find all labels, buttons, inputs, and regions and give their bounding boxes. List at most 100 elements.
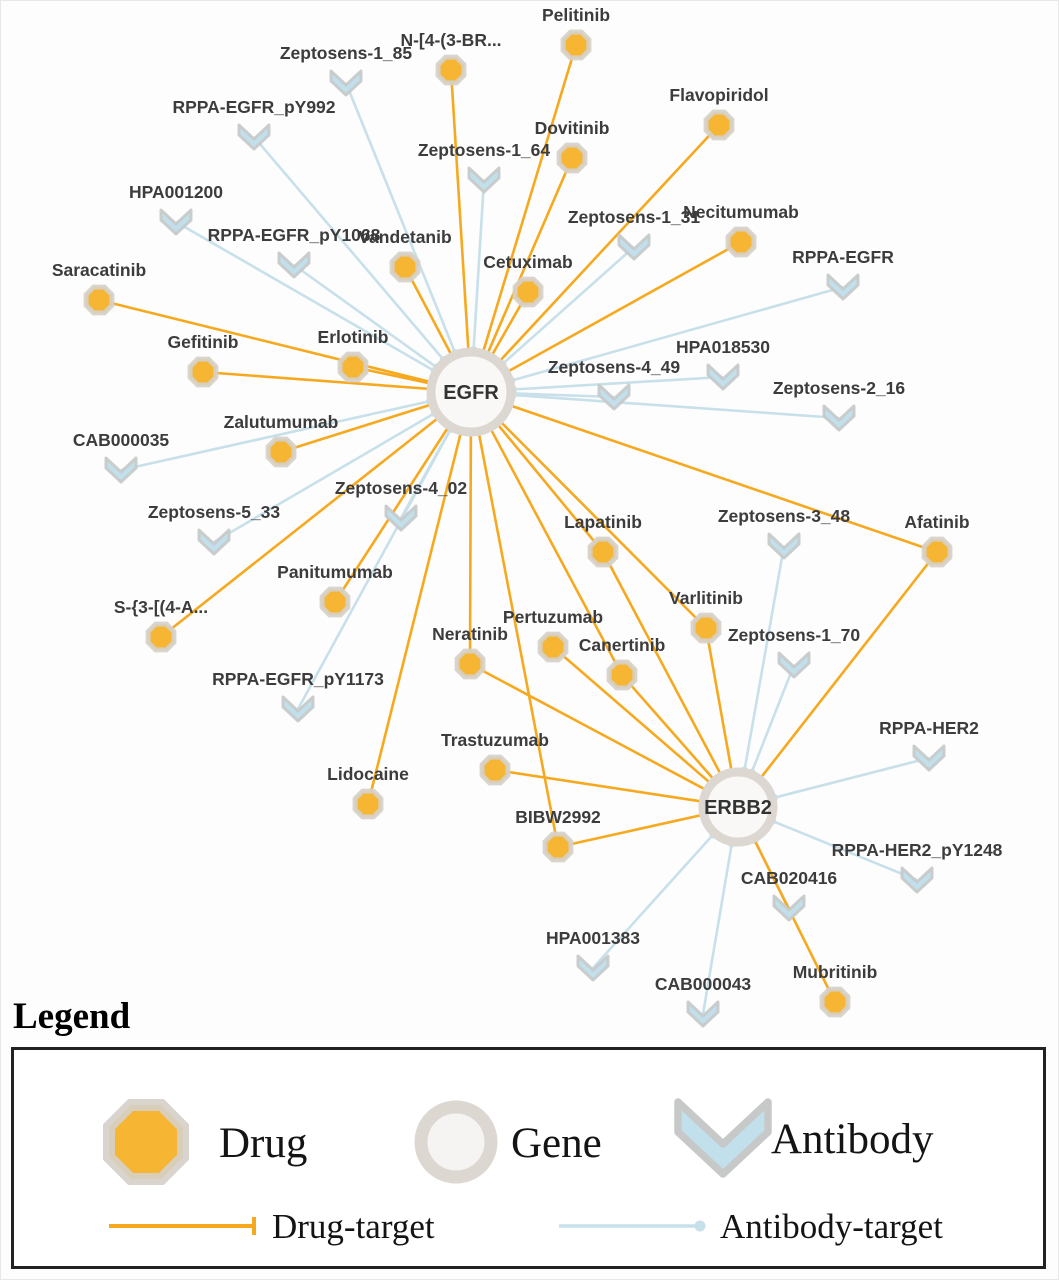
- edge-varlitinib-erbb2: [704, 627, 733, 771]
- edge-mubritinib-erbb2: [753, 839, 837, 1003]
- node-lapatinib: [587, 536, 619, 568]
- node-erlotinib: [337, 351, 369, 383]
- node-necitumumab: [725, 226, 757, 258]
- node-label-lidocaine: Lidocaine: [327, 764, 409, 784]
- node-label-zeptosens_1_64: Zeptosens-1_64: [418, 140, 551, 160]
- edge-zeptosens_5_33-egfr: [213, 412, 436, 544]
- node-label-bibw2992: BIBW2992: [515, 807, 601, 827]
- node-label-neratinib: Neratinib: [432, 624, 508, 644]
- legend-canvas: Drug Gene Antibody Drug-target Antibody-…: [103, 1098, 943, 1246]
- node-rppa_her2_py1248: [900, 866, 934, 894]
- node-label-cab000035: CAB000035: [73, 430, 170, 450]
- edge-vandetanib-egfr: [403, 266, 453, 356]
- node-neratinib: [454, 648, 486, 680]
- legend-drug-target-label: Drug-target: [272, 1207, 435, 1246]
- legend-drug-label: Drug: [219, 1120, 307, 1167]
- node-label-zeptosens_3_48: Zeptosens-3_48: [718, 506, 851, 526]
- node-label-saracatinib: Saracatinib: [52, 260, 146, 280]
- edge-bibw2992-erbb2: [557, 813, 703, 849]
- node-flavopiridol: [703, 109, 735, 141]
- node-label-pelitinib: Pelitinib: [542, 5, 610, 25]
- node-vandetanib: [389, 251, 421, 283]
- node-hpa018530: [706, 363, 740, 391]
- edge-lapatinib-egfr: [496, 423, 605, 553]
- node-label-zeptosens_1_31: Zeptosens-1_31: [568, 207, 701, 227]
- node-canertinib: [606, 659, 638, 691]
- node-label-varlitinib: Varlitinib: [669, 588, 743, 608]
- node-label-flavopiridol: Flavopiridol: [669, 85, 768, 105]
- node-label-hpa001383: HPA001383: [546, 928, 640, 948]
- node-label-egfr: EGFR: [443, 382, 499, 404]
- edge-varlitinib-egfr: [499, 420, 707, 629]
- edge-saracatinib-egfr: [98, 298, 431, 384]
- node-label-mubritinib: Mubritinib: [793, 962, 878, 982]
- edge-zalutumumab-egfr: [280, 403, 432, 454]
- label-layer: EGFRERBB2PelitinibN-[4-(3-BR...Dovitinib…: [52, 5, 1003, 994]
- edge-flavopiridol-egfr: [498, 124, 720, 363]
- node-label-n4_3br: N-[4-(3-BR...: [400, 30, 501, 50]
- edge-pelitinib-egfr: [481, 44, 578, 353]
- node-hpa001383: [576, 954, 610, 982]
- edge-rppa_egfr-egfr: [511, 285, 844, 382]
- node-rppa_egfr_py1068: [277, 251, 311, 279]
- edge-rppa_egfr_py1068-egfr: [293, 263, 438, 369]
- edge-zeptosens_4_49-egfr: [512, 392, 615, 399]
- legend-title: Legend: [13, 996, 131, 1037]
- edge-gefitinib-egfr: [202, 370, 430, 391]
- antibody-target-endcap-icon: [694, 1220, 706, 1232]
- node-hpa001200: [159, 208, 193, 236]
- node-zeptosens_1_85: [329, 69, 363, 97]
- node-label-rppa_her2_py1248: RPPA-HER2_pY1248: [832, 840, 1003, 860]
- node-label-zeptosens_4_49: Zeptosens-4_49: [548, 357, 681, 377]
- node-zeptosens_4_02: [384, 504, 418, 532]
- edge-rppa_egfr_py992-egfr: [253, 136, 445, 361]
- edge-hpa001200-egfr: [175, 220, 436, 373]
- node-zeptosens_5_33: [197, 528, 231, 556]
- node-label-zeptosens_1_85: Zeptosens-1_85: [280, 43, 413, 63]
- node-n4_3br: [435, 54, 467, 86]
- node-label-zeptosens_4_02: Zeptosens-4_02: [335, 478, 468, 498]
- edge-afatinib-egfr: [510, 404, 938, 554]
- node-cab020416: [772, 894, 806, 922]
- node-label-afatinib: Afatinib: [904, 512, 969, 532]
- node-label-panitumumab: Panitumumab: [277, 562, 393, 582]
- node-label-zeptosens_2_16: Zeptosens-2_16: [773, 378, 906, 398]
- edge-zeptosens_1_31-egfr: [501, 246, 635, 366]
- edge-afatinib-erbb2: [759, 551, 939, 779]
- node-label-necitumumab: Necitumumab: [683, 202, 799, 222]
- edge-rppa_her2_py1248-erbb2: [771, 819, 918, 882]
- node-label-rppa_egfr_py1173: RPPA-EGFR_pY1173: [212, 669, 384, 689]
- node-bibw2992: [542, 831, 574, 863]
- node-label-zeptosens_1_70: Zeptosens-1_70: [728, 625, 861, 645]
- node-label-hpa018530: HPA018530: [676, 337, 770, 357]
- node-cetuximab: [512, 276, 544, 308]
- edge-n4_3br-egfr: [449, 69, 470, 351]
- drug-glyph-icon: [103, 1099, 189, 1185]
- node-s3_4a: [145, 621, 177, 653]
- node-zeptosens_1_70: [777, 651, 811, 679]
- edge-zeptosens_1_70-erbb2: [750, 664, 796, 774]
- legend-gene-label: Gene: [511, 1120, 602, 1167]
- node-gefitinib: [187, 356, 219, 388]
- node-label-zalutumumab: Zalutumumab: [224, 412, 339, 432]
- node-label-erbb2: ERBB2: [704, 797, 772, 819]
- edge-zeptosens_3_48-erbb2: [743, 545, 786, 771]
- node-label-zeptosens_5_33: Zeptosens-5_33: [148, 502, 281, 522]
- node-label-gefitinib: Gefitinib: [168, 332, 239, 352]
- node-egfr: [426, 347, 516, 437]
- network-canvas: EGFRERBB2PelitinibN-[4-(3-BR...Dovitinib…: [52, 5, 1003, 1028]
- node-label-cetuximab: Cetuximab: [483, 252, 572, 272]
- node-pertuzumab: [537, 631, 569, 663]
- node-label-trastuzumab: Trastuzumab: [441, 730, 549, 750]
- edge-canertinib-erbb2: [621, 674, 715, 781]
- node-saracatinib: [83, 284, 115, 316]
- node-zeptosens_1_64: [467, 166, 501, 194]
- node-zeptosens_4_49: [597, 383, 631, 411]
- edge-necitumumab-egfr: [507, 240, 742, 373]
- edge-dovitinib-egfr: [486, 157, 574, 354]
- legend-antibody-label: Antibody: [771, 1116, 934, 1163]
- edge-zeptosens_1_85-egfr: [344, 82, 457, 354]
- node-label-cab020416: CAB020416: [741, 868, 838, 888]
- legend-box: Drug Gene Antibody Drug-target Antibody-…: [11, 1047, 1046, 1269]
